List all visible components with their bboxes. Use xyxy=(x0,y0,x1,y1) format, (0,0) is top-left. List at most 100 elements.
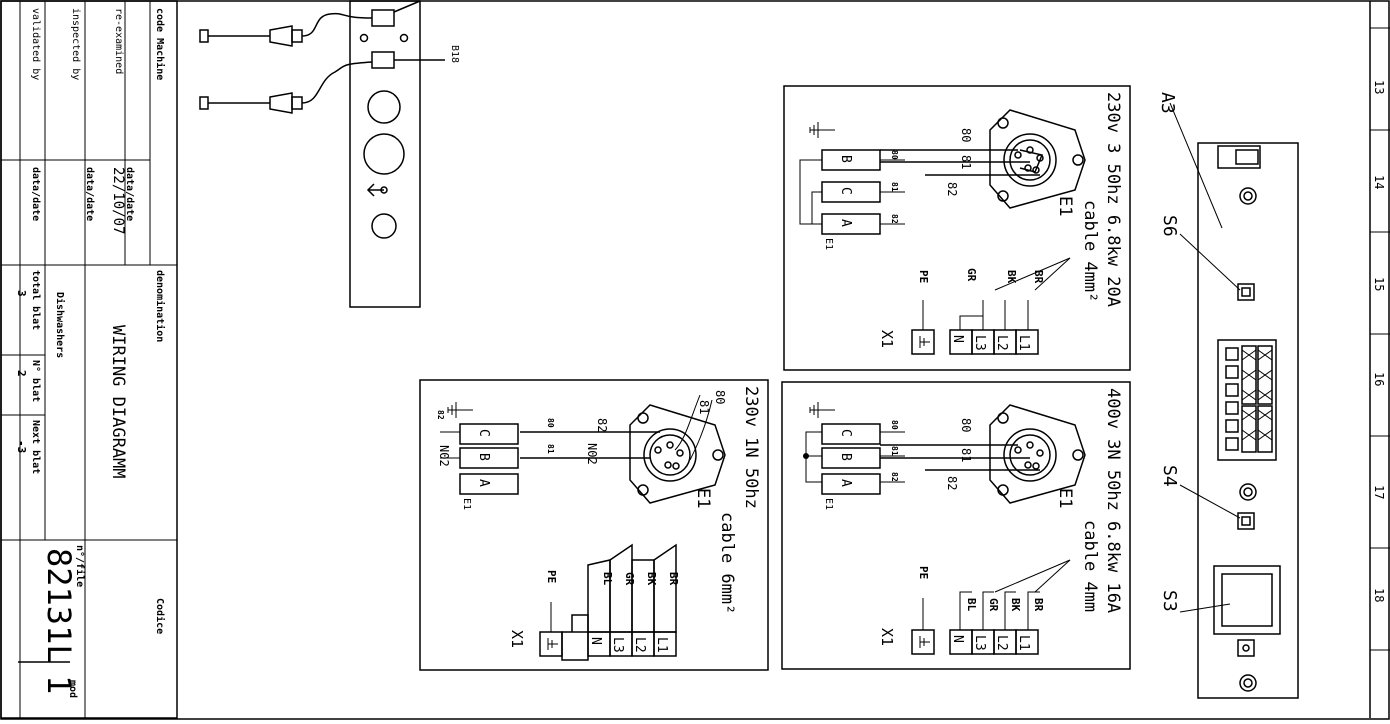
wire-color: BR xyxy=(1032,270,1045,284)
date-label-3: data/date xyxy=(30,167,41,221)
date-label-2: data/date xyxy=(84,167,95,221)
svg-text:82: 82 xyxy=(890,214,899,224)
resistor-label: B xyxy=(838,453,853,461)
svg-text:80: 80 xyxy=(890,150,899,160)
earth-label: PE xyxy=(917,270,930,283)
svg-text:81: 81 xyxy=(546,444,555,454)
re-examined-label: re-examined xyxy=(113,8,124,74)
resistor-tag: E1 xyxy=(823,498,834,510)
wire-color: BK xyxy=(1009,598,1022,612)
resistor-tag: E1 xyxy=(823,238,834,250)
wire-color: GR xyxy=(623,572,636,586)
n-blat-label: N° blat xyxy=(30,360,41,402)
cable-label: cable 4mm xyxy=(1080,520,1100,612)
b18-harness: B18 xyxy=(199,0,460,308)
wire-color: GR xyxy=(987,598,1000,612)
codice-label: Codice xyxy=(154,598,166,634)
grid-number: 14 xyxy=(1372,175,1386,189)
grid-number: 16 xyxy=(1372,372,1386,386)
control-panel-a3: A3 S6 S4 S3 xyxy=(1157,92,1299,699)
wire-color: BK xyxy=(1005,270,1018,284)
total-blat-value: 3 xyxy=(15,290,28,297)
svg-text:N02: N02 xyxy=(437,445,451,467)
denomination-label: denomination xyxy=(154,270,166,342)
n-blat-value: 2 xyxy=(15,370,28,377)
element-label: E1 xyxy=(1055,488,1075,508)
terminal-label: L3 xyxy=(972,335,987,351)
terminal-label: L2 xyxy=(994,635,1009,651)
resistor-label: C xyxy=(838,429,853,437)
b18-label: B18 xyxy=(449,45,460,63)
terminal-label: N xyxy=(588,637,603,645)
wire-number: 81 xyxy=(959,448,973,462)
resistor-label: A xyxy=(838,479,853,487)
wire-color: BR xyxy=(667,572,680,586)
wire-color: BK xyxy=(645,572,658,586)
grid-number: 13 xyxy=(1372,80,1386,94)
resistor-label: A xyxy=(838,219,853,227)
plug-b18 xyxy=(371,51,395,69)
date-value: 22/10/07 xyxy=(110,167,126,234)
wire-number: 82 xyxy=(945,182,959,196)
element-label: E1 xyxy=(693,488,713,508)
terminal-label: L1 xyxy=(1016,635,1031,651)
display-module xyxy=(1217,339,1277,461)
terminal-label: L2 xyxy=(632,637,647,653)
svg-text:81: 81 xyxy=(890,446,899,456)
terminal-label: L2 xyxy=(994,335,1009,351)
s4-switch xyxy=(1237,512,1255,530)
svg-text:80: 80 xyxy=(546,418,555,428)
next-blat-value: -3 xyxy=(15,440,28,453)
title-block: code Machine re-examined inspected by va… xyxy=(0,0,178,719)
product-label: Dishwashers xyxy=(54,292,66,358)
resistor-label: B xyxy=(838,155,853,163)
wire-color: GR xyxy=(965,268,978,282)
wire-number: 80 xyxy=(959,418,973,432)
element-label: E1 xyxy=(1055,196,1075,216)
terminal-block-label: X1 xyxy=(878,330,896,348)
date-label-1: data/date xyxy=(124,167,135,221)
s6-switch xyxy=(1237,283,1255,301)
cable-label: cable 6mm² xyxy=(717,512,737,614)
terminal-label: L3 xyxy=(972,635,987,651)
inspected-by-label: inspected by xyxy=(70,8,81,80)
file-label: n°/file xyxy=(74,545,86,587)
element-flange xyxy=(989,109,1086,209)
spec-label: 230v 3 50hz 6.8kw 20A xyxy=(1103,92,1123,307)
drawing-title: WIRING DIAGRAMM xyxy=(108,325,128,479)
panel-230v-1n: 230v 1N 50hz cable 6mm² E1 80 81 82 N02 … xyxy=(419,379,769,671)
resistor-label: B xyxy=(476,453,491,461)
svg-text:81: 81 xyxy=(890,182,899,192)
spec-label: 400v 3N 50hz 6.8kw 16A xyxy=(1103,388,1123,613)
wire-color: BL xyxy=(601,572,614,586)
terminal-label: L1 xyxy=(654,637,669,653)
wire-number: 80 xyxy=(713,390,727,404)
panel-230v-3ph: 230v 3 50hz 6.8kw 20A cable 4mm² E1 80 8… xyxy=(783,85,1131,371)
a3-label: A3 xyxy=(1157,92,1178,114)
element-flange xyxy=(629,404,726,504)
resistor-label: C xyxy=(838,187,853,195)
terminal-label: L1 xyxy=(1016,335,1031,351)
wire-number: 81 xyxy=(697,400,711,414)
s3-label: S3 xyxy=(1159,590,1180,612)
right-ruler: 13 14 15 16 17 18 xyxy=(1369,1,1390,718)
wire-color: BL xyxy=(965,598,978,612)
terminal-label: L3 xyxy=(610,637,625,653)
resistor-label: A xyxy=(476,479,491,487)
grid-number: 17 xyxy=(1372,485,1386,499)
svg-text:80: 80 xyxy=(890,420,899,430)
mod-label: mod xyxy=(67,680,78,698)
terminal-block-label: X1 xyxy=(508,630,526,648)
svg-text:82: 82 xyxy=(890,472,899,482)
s3-switch xyxy=(1213,565,1281,635)
wire-number: 81 xyxy=(959,155,973,169)
resistor-label: C xyxy=(476,429,491,437)
mod-value: 1 xyxy=(40,675,78,694)
grid-number: 15 xyxy=(1372,277,1386,291)
a3-connector xyxy=(1217,145,1261,169)
file-number: 82131L xyxy=(40,548,78,664)
grid-number: 18 xyxy=(1372,588,1386,602)
next-blat-label: Next blat xyxy=(30,420,41,474)
